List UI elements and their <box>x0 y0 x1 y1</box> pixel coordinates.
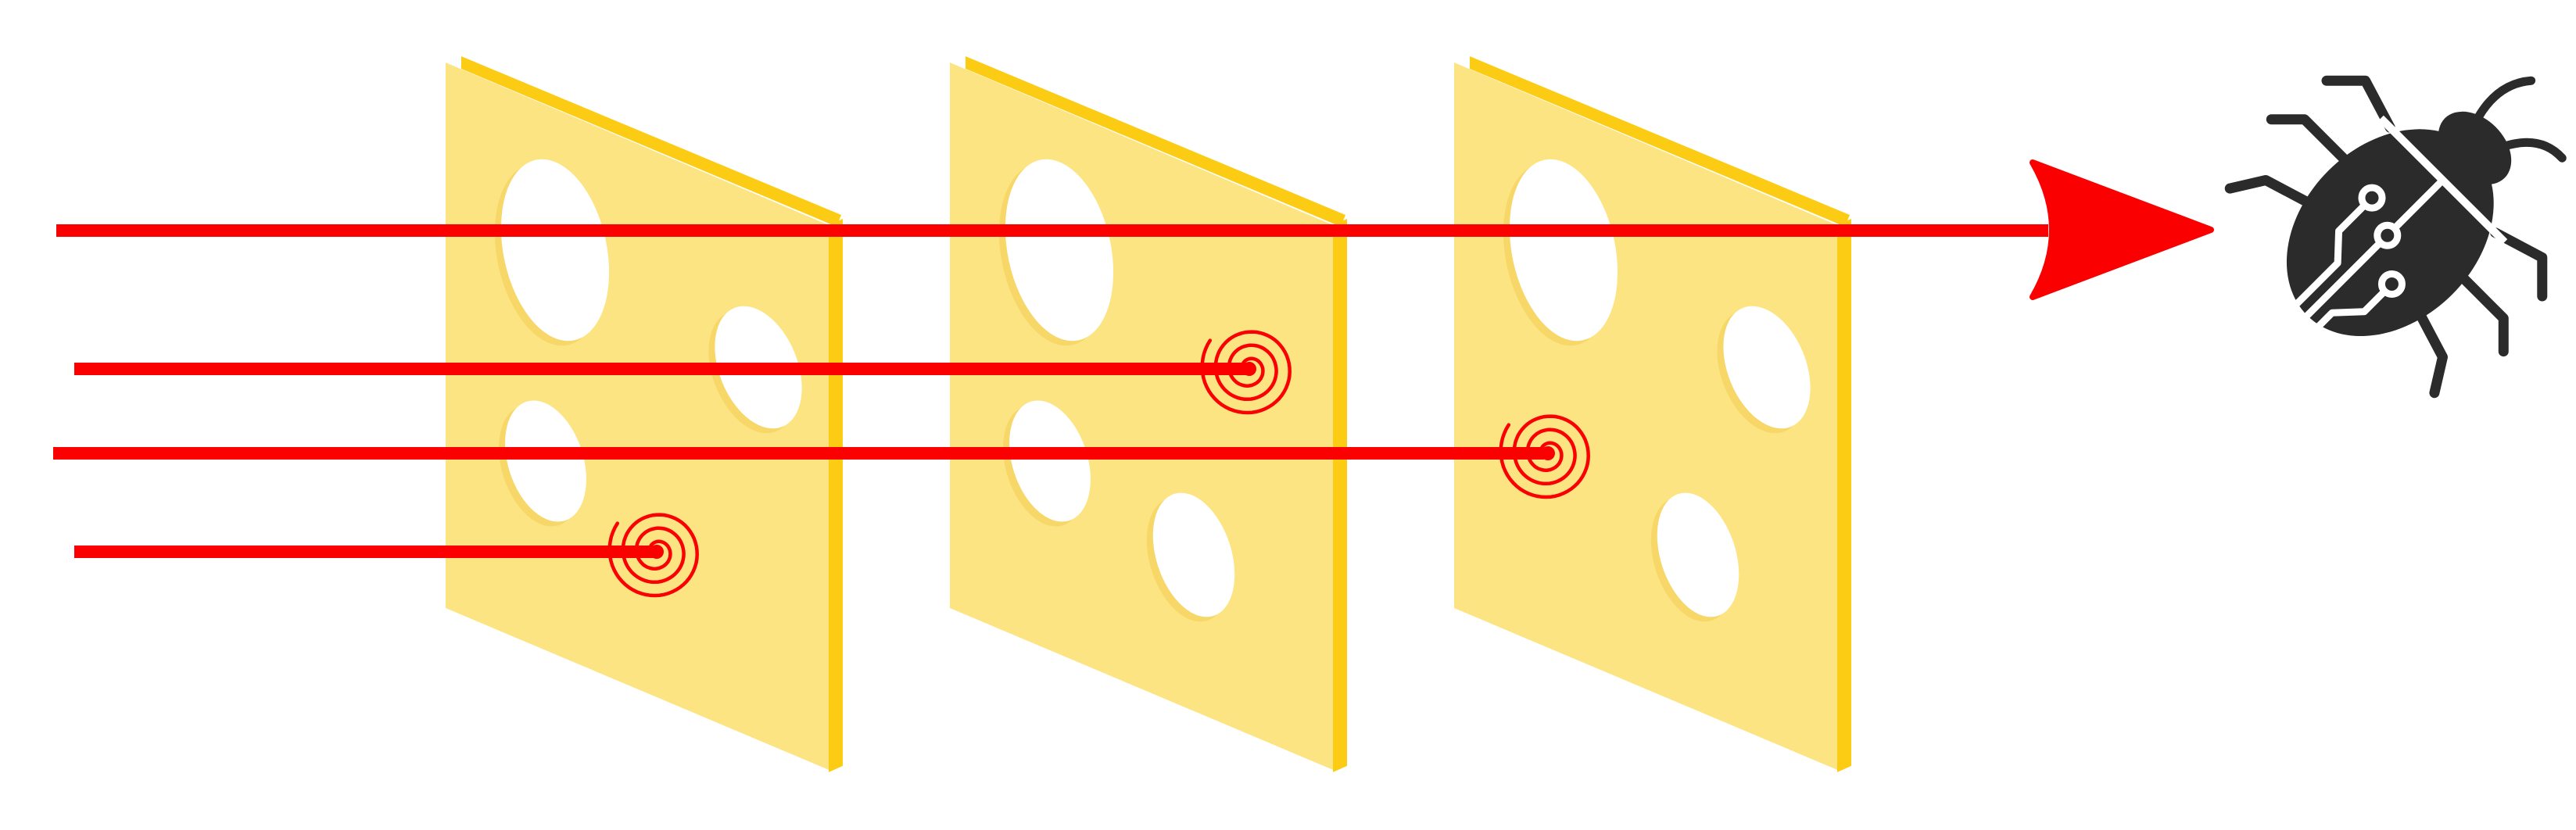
spiral-center <box>1541 446 1555 460</box>
cheese-hole <box>500 159 610 342</box>
bug-trace-node <box>2358 184 2386 212</box>
bug-icon <box>2224 75 2567 399</box>
cheese-slice-1 <box>446 56 843 772</box>
slice-side-edge <box>1333 219 1347 772</box>
cheese-slice-2 <box>950 56 1347 772</box>
spiral-center <box>1242 362 1256 376</box>
arrow-head-icon <box>2030 159 2214 300</box>
cheese-hole <box>1509 159 1618 342</box>
spiral-icon <box>607 513 699 598</box>
bug-trace-node <box>2374 221 2402 249</box>
slice-top-rim <box>966 56 1345 227</box>
slice-side-edge <box>829 219 843 772</box>
spiral-path <box>607 513 699 598</box>
bug-trace <box>2314 286 2390 331</box>
bug-leg <box>2321 75 2395 133</box>
bug-leg <box>2266 114 2348 163</box>
slice-side-edge <box>1837 219 1851 772</box>
cheese-hole <box>1657 492 1739 617</box>
bug-layer <box>2224 75 2567 399</box>
slice-top-rim <box>461 56 841 227</box>
bug-leg <box>2490 227 2548 302</box>
bug-legs <box>2224 75 2548 399</box>
bug-trace <box>2303 237 2386 320</box>
spiral-icon <box>1200 330 1292 415</box>
cheese-hole <box>1009 400 1091 522</box>
cheese-hole <box>1152 492 1235 617</box>
bug-leg <box>2460 274 2509 357</box>
spiral-path <box>1200 330 1292 415</box>
spiral-icon <box>1499 414 1590 499</box>
bug-leg <box>2413 305 2448 399</box>
spiral-path <box>1499 414 1590 499</box>
bug-trace-node <box>2377 270 2406 298</box>
bug-collar <box>2377 115 2508 245</box>
bug-seam <box>2390 178 2445 233</box>
bug-circuit <box>2292 184 2406 331</box>
spiral-center <box>650 545 664 559</box>
arrow-layer <box>2030 159 2214 300</box>
cheese-hole <box>505 400 586 522</box>
cheese-slice-3 <box>1454 56 1851 772</box>
bug-trace <box>2292 199 2370 309</box>
cheese-hole <box>1723 306 1811 429</box>
cheese-hole <box>1005 159 1114 342</box>
spirals-layer <box>607 330 1590 598</box>
slice-face <box>950 63 1333 770</box>
bug-leg <box>2224 175 2318 210</box>
slices-layer <box>446 56 1851 772</box>
rays-layer <box>53 224 2048 558</box>
slice-top-rim <box>1470 56 1850 227</box>
